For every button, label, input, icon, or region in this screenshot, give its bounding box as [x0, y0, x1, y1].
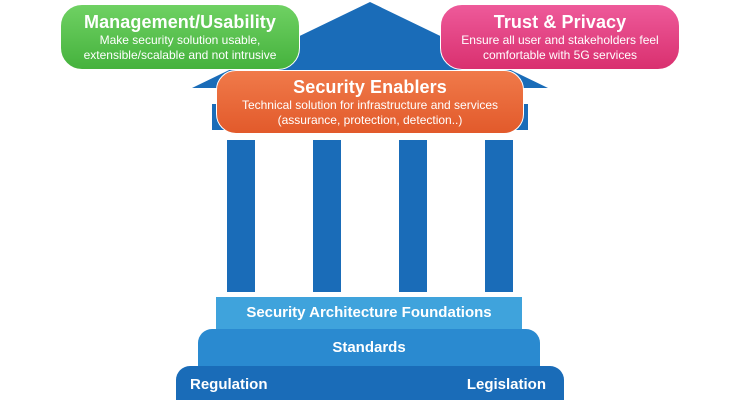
regulation-label: Regulation — [190, 376, 268, 393]
management-usability-desc-line2: extensible/scalable and not intrusive — [83, 48, 277, 62]
security-enablers-title: Security Enablers — [293, 77, 447, 97]
temple-column-2 — [313, 140, 341, 292]
security-enablers-desc-line2: (assurance, protection, detection..) — [277, 113, 463, 127]
temple-column-3 — [399, 140, 427, 292]
regulation-legislation-band: Regulation Legislation — [176, 366, 564, 400]
temple-column-4 — [485, 140, 513, 292]
standards-band: Standards — [198, 329, 540, 367]
trust-privacy-title: Trust & Privacy — [493, 12, 627, 32]
security-architecture-foundations-band: Security Architecture Foundations — [216, 297, 522, 329]
legislation-label: Legislation — [466, 376, 546, 393]
trust-privacy-desc-line2: comfortable with 5G services — [482, 48, 638, 62]
trust-privacy-desc-line1: Ensure all user and stakeholders feel — [461, 33, 659, 47]
security-enablers-desc-line1: Technical solution for infrastructure an… — [241, 98, 499, 112]
security-enablers-card: Security Enablers Technical solution for… — [216, 70, 524, 134]
management-usability-card: Management/Usability Make security solut… — [60, 4, 300, 70]
management-usability-desc-line1: Make security solution usable, — [99, 33, 261, 47]
management-usability-title: Management/Usability — [83, 12, 277, 32]
trust-privacy-card: Trust & Privacy Ensure all user and stak… — [440, 4, 680, 70]
temple-column-1 — [227, 140, 255, 292]
